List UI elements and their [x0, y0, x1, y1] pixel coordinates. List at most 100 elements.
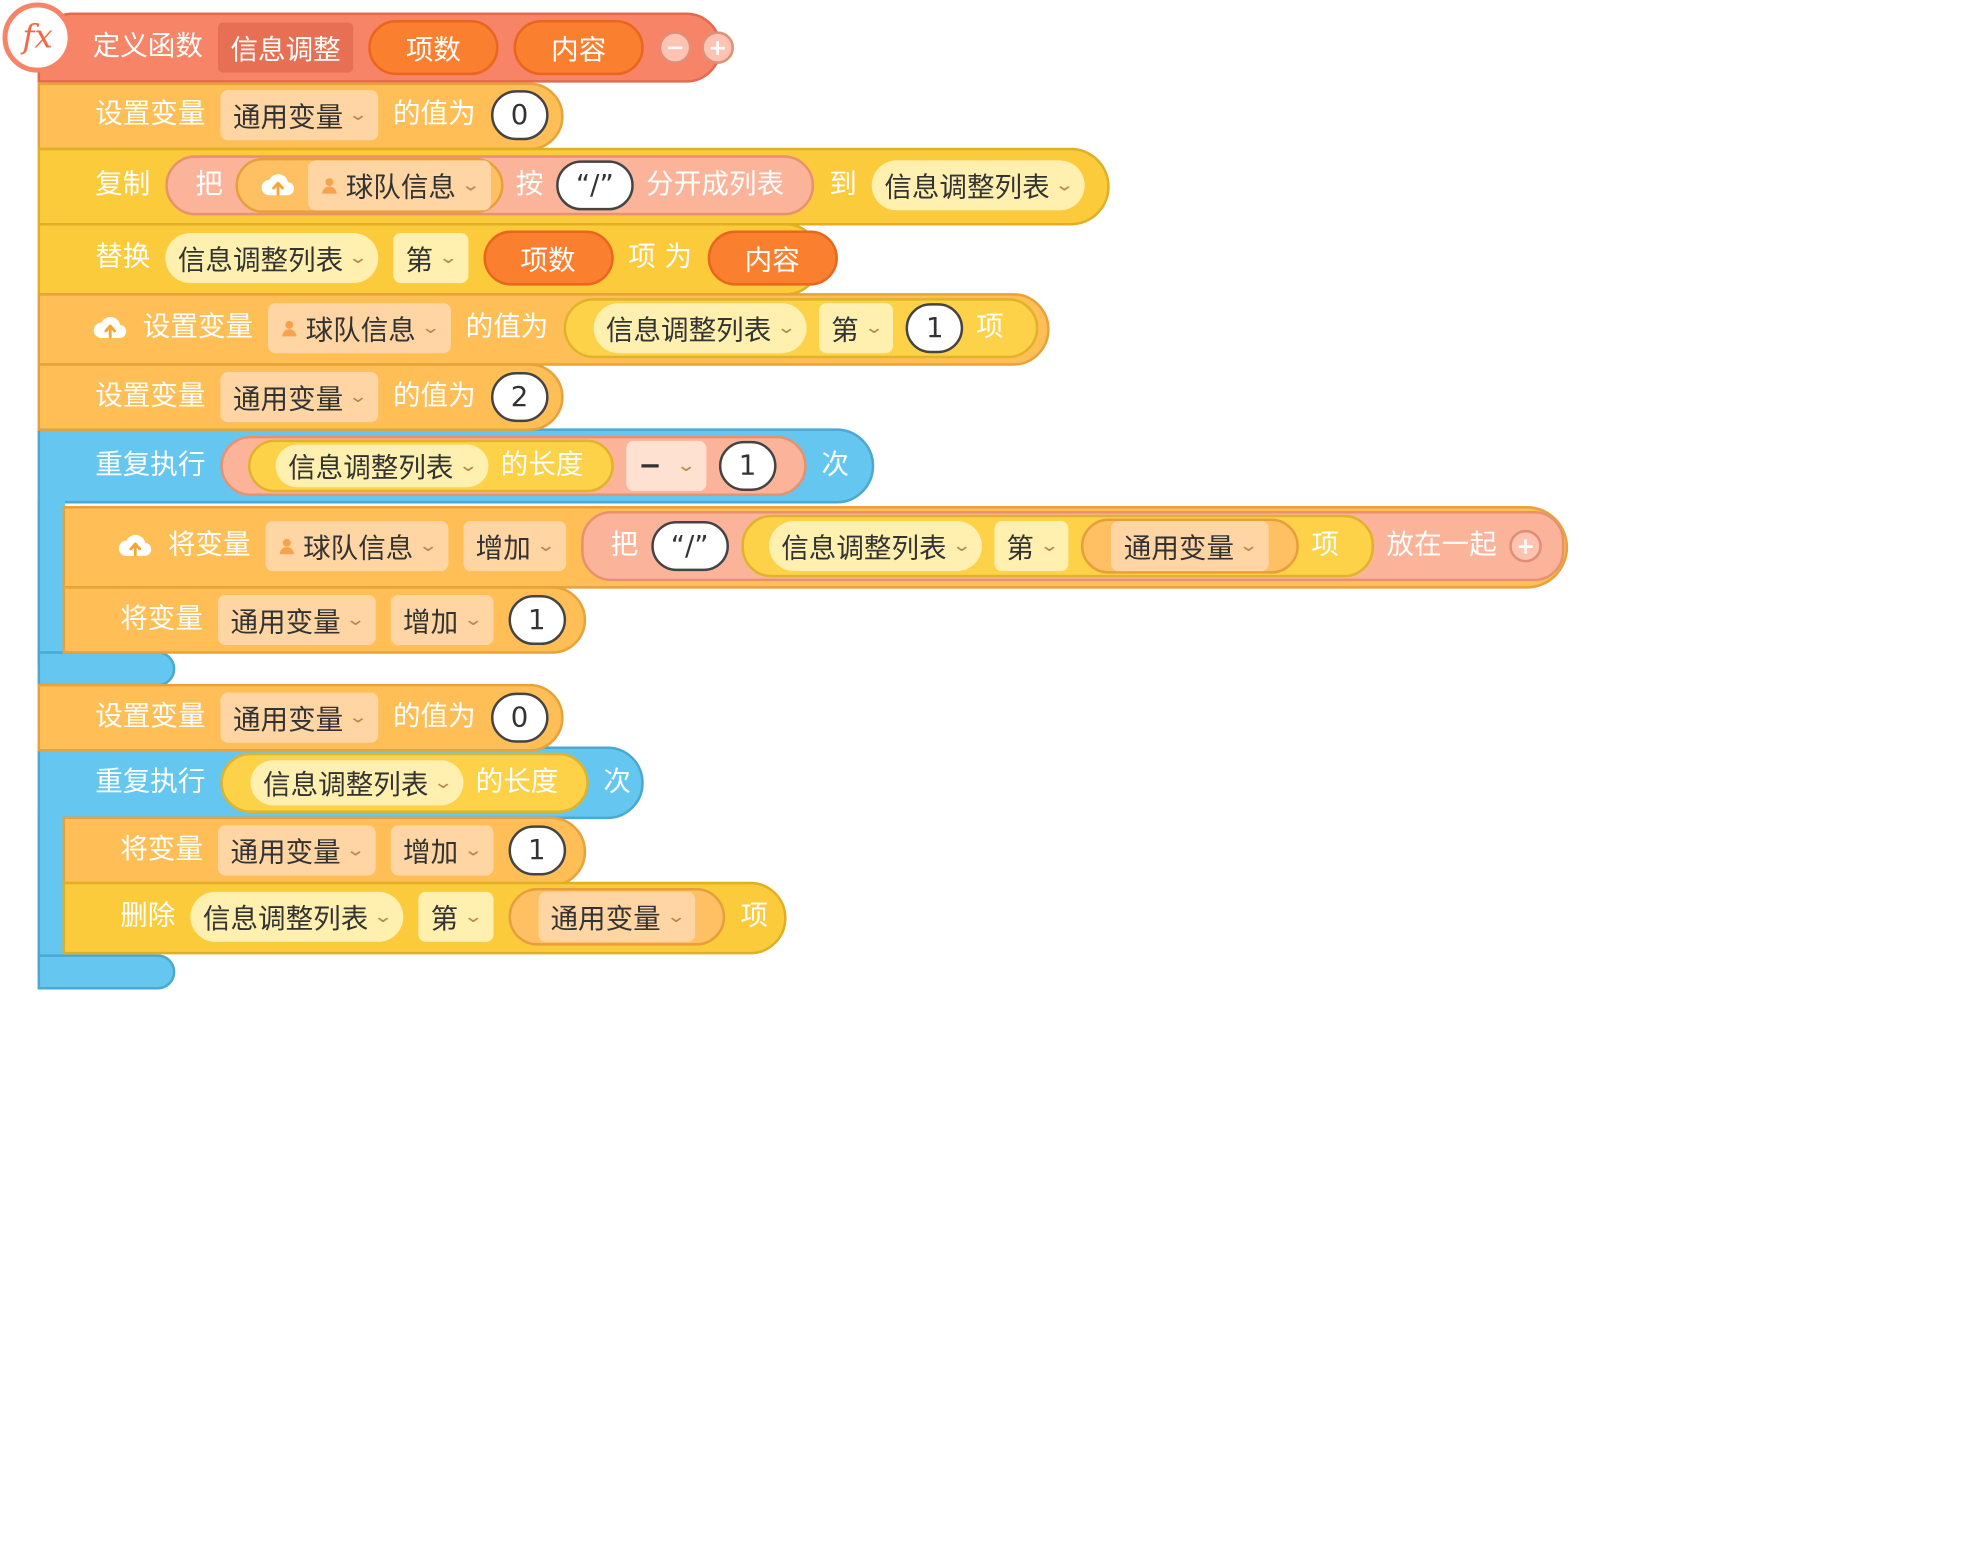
list-dropdown[interactable]: 信息调整列表⌄: [165, 232, 378, 284]
list-name: 信息调整列表: [177, 245, 344, 277]
variable-reporter[interactable]: 通用变量⌄: [507, 888, 726, 946]
set-variable-label: 设置变量: [142, 311, 254, 344]
times-label: 次: [821, 449, 849, 481]
split-reporter[interactable]: 把 球队信息⌄ 按 “/” 分开成列表: [165, 155, 815, 216]
list-length-reporter[interactable]: 信息调整列表⌄ 的长度: [248, 439, 614, 493]
variable-name: 通用变量: [232, 384, 344, 416]
to-label: 到: [829, 169, 857, 201]
change-variable-row: 将变量 通用变量⌄ 增加⌄ 1: [120, 823, 566, 878]
set-variable-label: 设置变量: [95, 380, 206, 413]
chevron-down-icon: ⌄: [1038, 536, 1060, 557]
cloud-upload-icon: [261, 170, 296, 200]
repeat-row-1: 重复执行 信息调整列表⌄ 的长度 −⌄ 1 次: [95, 435, 849, 496]
split-to-list-label: 分开成列表: [646, 169, 785, 201]
variable-dropdown[interactable]: 通用变量⌄: [217, 594, 376, 646]
cloud-variable-name: 球队信息: [303, 533, 414, 565]
variable-dropdown[interactable]: 通用变量⌄: [217, 825, 376, 876]
chevron-down-icon: ⌄: [462, 609, 484, 631]
value-of-label: 的值为: [392, 98, 476, 131]
cloud-variable-dropdown[interactable]: 球队信息⌄: [268, 303, 451, 354]
chevron-down-icon: ⌄: [345, 609, 366, 631]
chevron-down-icon: ⌄: [432, 772, 454, 793]
person-icon: [281, 319, 299, 337]
index-mode-dropdown[interactable]: 第⌄: [993, 521, 1069, 572]
list-dropdown[interactable]: 信息调整列表⌄: [275, 444, 489, 488]
variable-dropdown[interactable]: 通用变量⌄: [537, 891, 696, 942]
variable-name: 通用变量: [230, 607, 341, 639]
change-mode-dropdown[interactable]: 增加⌄: [390, 594, 493, 646]
person-icon: [321, 177, 339, 195]
index-mode-dropdown[interactable]: 第⌄: [418, 891, 493, 942]
separator-input[interactable]: “/”: [555, 160, 634, 211]
chevron-down-icon: ⌄: [437, 247, 459, 269]
plus-icon[interactable]: +: [701, 31, 735, 64]
chevron-down-icon: ⌄: [347, 387, 369, 408]
value-input[interactable]: 0: [490, 692, 549, 743]
list-length-reporter[interactable]: 信息调整列表⌄ 的长度: [220, 752, 589, 813]
cloud-variable-name: 球队信息: [305, 315, 416, 347]
index-mode-name: 第: [430, 904, 459, 936]
set-variable-row: 设置变量 通用变量⌄ 的值为 2: [95, 369, 549, 424]
argument-item-count[interactable]: 项数: [368, 20, 499, 76]
chevron-down-icon: ⌄: [462, 840, 484, 861]
argument-item-count[interactable]: 项数: [482, 230, 614, 286]
set-variable-row: 设置变量 通用变量⌄ 的值为 0: [95, 88, 549, 143]
chevron-down-icon: ⌄: [458, 455, 479, 476]
change-mode-dropdown[interactable]: 增加⌄: [390, 825, 493, 876]
cloud-variable-reporter[interactable]: 球队信息⌄: [235, 157, 504, 213]
operator-dropdown[interactable]: −⌄: [625, 440, 707, 491]
chevron-down-icon: ⌄: [951, 536, 972, 557]
list-dropdown[interactable]: 信息调整列表⌄: [190, 891, 404, 942]
list-dropdown[interactable]: 信息调整列表⌄: [871, 160, 1085, 211]
list-dropdown[interactable]: 信息调整列表⌄: [250, 760, 464, 806]
value-of-label: 的值为: [392, 701, 476, 733]
cloud-upload-icon: [93, 313, 128, 343]
chevron-down-icon: ⌄: [775, 318, 797, 339]
list-dropdown[interactable]: 信息调整列表⌄: [593, 303, 807, 354]
variable-dropdown[interactable]: 通用变量⌄: [1111, 521, 1269, 572]
cloud-variable-name: 球队信息: [345, 172, 456, 205]
variable-dropdown[interactable]: 通用变量⌄: [220, 692, 378, 743]
list-dropdown[interactable]: 信息调整列表⌄: [768, 521, 982, 572]
set-variable-label: 设置变量: [95, 98, 206, 131]
value-input[interactable]: 1: [507, 825, 566, 876]
separator-input[interactable]: “/”: [650, 521, 729, 572]
plus-icon[interactable]: +: [1509, 529, 1542, 563]
repeat-block-1-foot: [37, 651, 176, 687]
chevron-down-icon: ⌄: [347, 105, 369, 126]
list-item-reporter[interactable]: 信息调整列表⌄ 第⌄ 通用变量⌄ 项: [741, 514, 1375, 578]
variable-dropdown[interactable]: 通用变量⌄: [220, 90, 378, 141]
ba-label: 把: [610, 529, 639, 562]
value-input[interactable]: 2: [490, 371, 549, 423]
index-mode-name: 第: [831, 315, 859, 347]
value-input[interactable]: 1: [718, 440, 777, 491]
repeat-label: 重复执行: [95, 766, 206, 798]
chevron-down-icon: ⌄: [665, 906, 686, 927]
chevron-down-icon: ⌄: [347, 707, 369, 728]
variable-name: 通用变量: [230, 837, 341, 870]
variable-dropdown[interactable]: 通用变量⌄: [220, 371, 378, 423]
list-item-reporter[interactable]: 信息调整列表⌄ 第⌄ 1 项: [563, 298, 1039, 359]
index-input[interactable]: 1: [905, 303, 964, 354]
value-input[interactable]: 1: [507, 594, 566, 646]
replace-item-row: 替换 信息调整列表⌄ 第⌄ 项数 项 为 内容: [95, 230, 838, 286]
set-cloud-variable-row: 设置变量 球队信息⌄ 的值为 信息调整列表⌄ 第⌄ 1 项: [93, 298, 1039, 359]
value-input[interactable]: 0: [490, 90, 549, 141]
cloud-variable-dropdown[interactable]: 球队信息⌄: [265, 521, 449, 572]
person-icon: [278, 537, 296, 555]
join-reporter[interactable]: 把 “/” 信息调整列表⌄ 第⌄ 通用变量⌄ 项 放在一起 +: [580, 511, 1565, 582]
chevron-down-icon: ⌄: [345, 840, 366, 861]
repeat-label: 重复执行: [95, 449, 206, 481]
variable-reporter[interactable]: 通用变量⌄: [1081, 518, 1299, 574]
variable-name: 通用变量: [1123, 533, 1235, 565]
cloud-variable-dropdown[interactable]: 球队信息⌄: [308, 160, 491, 211]
repeat-block-2-foot: [37, 954, 176, 990]
argument-content[interactable]: 内容: [707, 230, 838, 286]
index-mode-dropdown[interactable]: 第⌄: [392, 232, 468, 284]
argument-content[interactable]: 内容: [513, 20, 644, 76]
function-name-field[interactable]: 信息调整: [217, 22, 354, 73]
index-mode-dropdown[interactable]: 第⌄: [818, 303, 894, 354]
change-mode-dropdown[interactable]: 增加⌄: [463, 521, 566, 572]
subtract-reporter[interactable]: 信息调整列表⌄ 的长度 −⌄ 1: [220, 435, 807, 496]
minus-icon[interactable]: −: [658, 31, 692, 64]
